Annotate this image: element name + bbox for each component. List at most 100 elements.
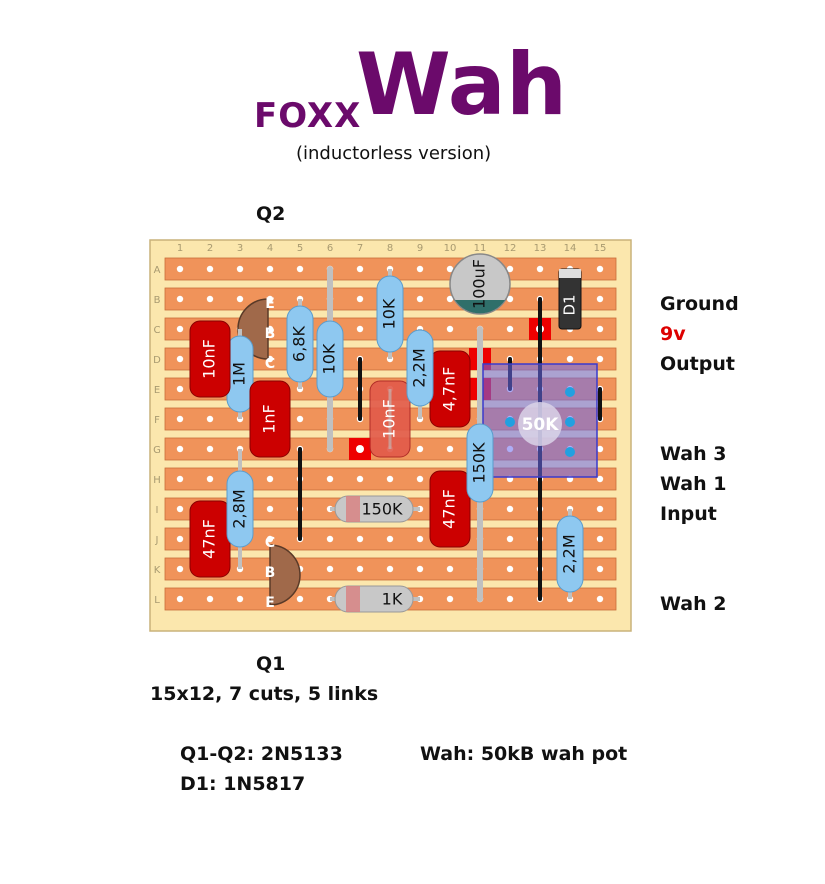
strip-hole <box>176 445 184 453</box>
q2-pin-c: C <box>265 356 275 372</box>
strip-hole <box>506 535 514 543</box>
strip-hole <box>236 595 244 603</box>
strip-hole <box>176 595 184 603</box>
column-label: 1 <box>177 243 183 254</box>
v9-label: 9v <box>660 323 686 345</box>
strip-hole <box>176 355 184 363</box>
capacitor-47nf-a-label: 47nF <box>200 519 219 559</box>
diode-d1: D1 <box>558 268 582 330</box>
strip-hole <box>596 475 604 483</box>
column-label: 5 <box>297 243 303 254</box>
resistor-150k-v-label: 150K <box>470 442 489 484</box>
q2-pin-b: B <box>265 326 276 342</box>
ground-label: Ground <box>660 293 739 315</box>
strip-hole <box>416 295 424 303</box>
strip-hole <box>236 295 244 303</box>
row-label: I <box>156 505 159 516</box>
capacitor-10nf-b: 10nF <box>369 380 411 458</box>
capacitor-1nf-label: 1nF <box>260 404 279 434</box>
capacitor-4n7: 4,7nF <box>429 350 471 428</box>
strip-hole <box>176 325 184 333</box>
strip-hole <box>206 475 214 483</box>
strip-hole <box>326 535 334 543</box>
strip-hole <box>356 565 364 573</box>
strip-hole <box>206 445 214 453</box>
resistor-1k-label: 1K <box>382 590 403 609</box>
row-label: C <box>154 325 161 336</box>
resistor-1m-label: 1M <box>230 362 249 386</box>
strip-hole <box>386 565 394 573</box>
q2-pin-e: E <box>265 296 275 312</box>
strip-hole <box>596 445 604 453</box>
capacitor-1nf: 1nF <box>249 380 291 458</box>
row-label: B <box>154 295 161 306</box>
page-title: Wah <box>356 35 568 135</box>
strip-hole <box>386 475 394 483</box>
strip-hole <box>296 595 304 603</box>
row-label: A <box>154 265 161 276</box>
strip-hole <box>506 505 514 513</box>
strip-hole <box>266 505 274 513</box>
resistor-2m2-a-label: 2,2M <box>410 348 429 387</box>
output-label: Output <box>660 353 735 375</box>
capacitor-10nf-b-label: 10nF <box>380 399 399 439</box>
potentiometer-50k-label: 50K <box>522 415 560 435</box>
q2-label: Q2 <box>256 203 286 225</box>
column-label: 15 <box>594 243 607 254</box>
column-label: 3 <box>237 243 243 254</box>
strip-hole <box>416 265 424 273</box>
strip-hole <box>206 415 214 423</box>
row-label: F <box>154 415 160 426</box>
diode-parts: D1: 1N5817 <box>180 773 306 795</box>
strip-hole <box>176 535 184 543</box>
resistor-150k-h-label: 150K <box>361 500 403 519</box>
resistor-1m: 1M <box>226 329 254 419</box>
diode-d1-label: D1 <box>561 294 579 315</box>
strip-hole <box>596 355 604 363</box>
row-label: E <box>154 385 160 396</box>
row-label: L <box>154 595 160 606</box>
q1-pin-b: B <box>265 565 276 581</box>
strip-hole <box>356 295 364 303</box>
resistor-2m8-label: 2,8M <box>230 489 249 528</box>
column-label: 8 <box>387 243 393 254</box>
strip-hole <box>356 535 364 543</box>
column-label: 11 <box>474 243 487 254</box>
column-label: 10 <box>444 243 457 254</box>
resistor-10k-b-label: 10K <box>380 298 399 329</box>
strip-hole <box>356 475 364 483</box>
strip-hole <box>236 265 244 273</box>
wah-pot-part: Wah: 50kB wah pot <box>420 743 628 765</box>
q1-label: Q1 <box>256 653 286 675</box>
strip-hole <box>176 385 184 393</box>
strip-hole <box>446 295 454 303</box>
strip-hole <box>446 325 454 333</box>
strip-hole <box>506 595 514 603</box>
resistor-2m2-a: 2,2M <box>406 329 434 419</box>
strip-hole <box>176 505 184 513</box>
capacitor-4n7-label: 4,7nF <box>440 367 459 412</box>
strip-hole <box>566 355 574 363</box>
resistor-2m8: 2,8M <box>226 449 254 569</box>
wah3-label: Wah 3 <box>660 443 727 465</box>
strip-hole <box>206 295 214 303</box>
capacitor-47nf-b: 47nF <box>429 470 471 548</box>
strip-hole <box>596 535 604 543</box>
strip-hole <box>596 565 604 573</box>
strip-hole <box>176 415 184 423</box>
strip-hole <box>356 325 364 333</box>
resistor-150k-v: 150K <box>466 423 494 503</box>
row-label: G <box>153 445 161 456</box>
strip-hole <box>206 265 214 273</box>
capacitor-10nf-a-label: 10nF <box>200 339 219 379</box>
strip-hole <box>326 475 334 483</box>
column-label: 2 <box>207 243 213 254</box>
transistor-parts: Q1-Q2: 2N5133 <box>180 743 343 765</box>
strip-hole <box>446 595 454 603</box>
q1-pin-e: E <box>265 595 275 611</box>
board-size-info: 15x12, 7 cuts, 5 links <box>150 683 379 705</box>
strip-hole <box>446 565 454 573</box>
